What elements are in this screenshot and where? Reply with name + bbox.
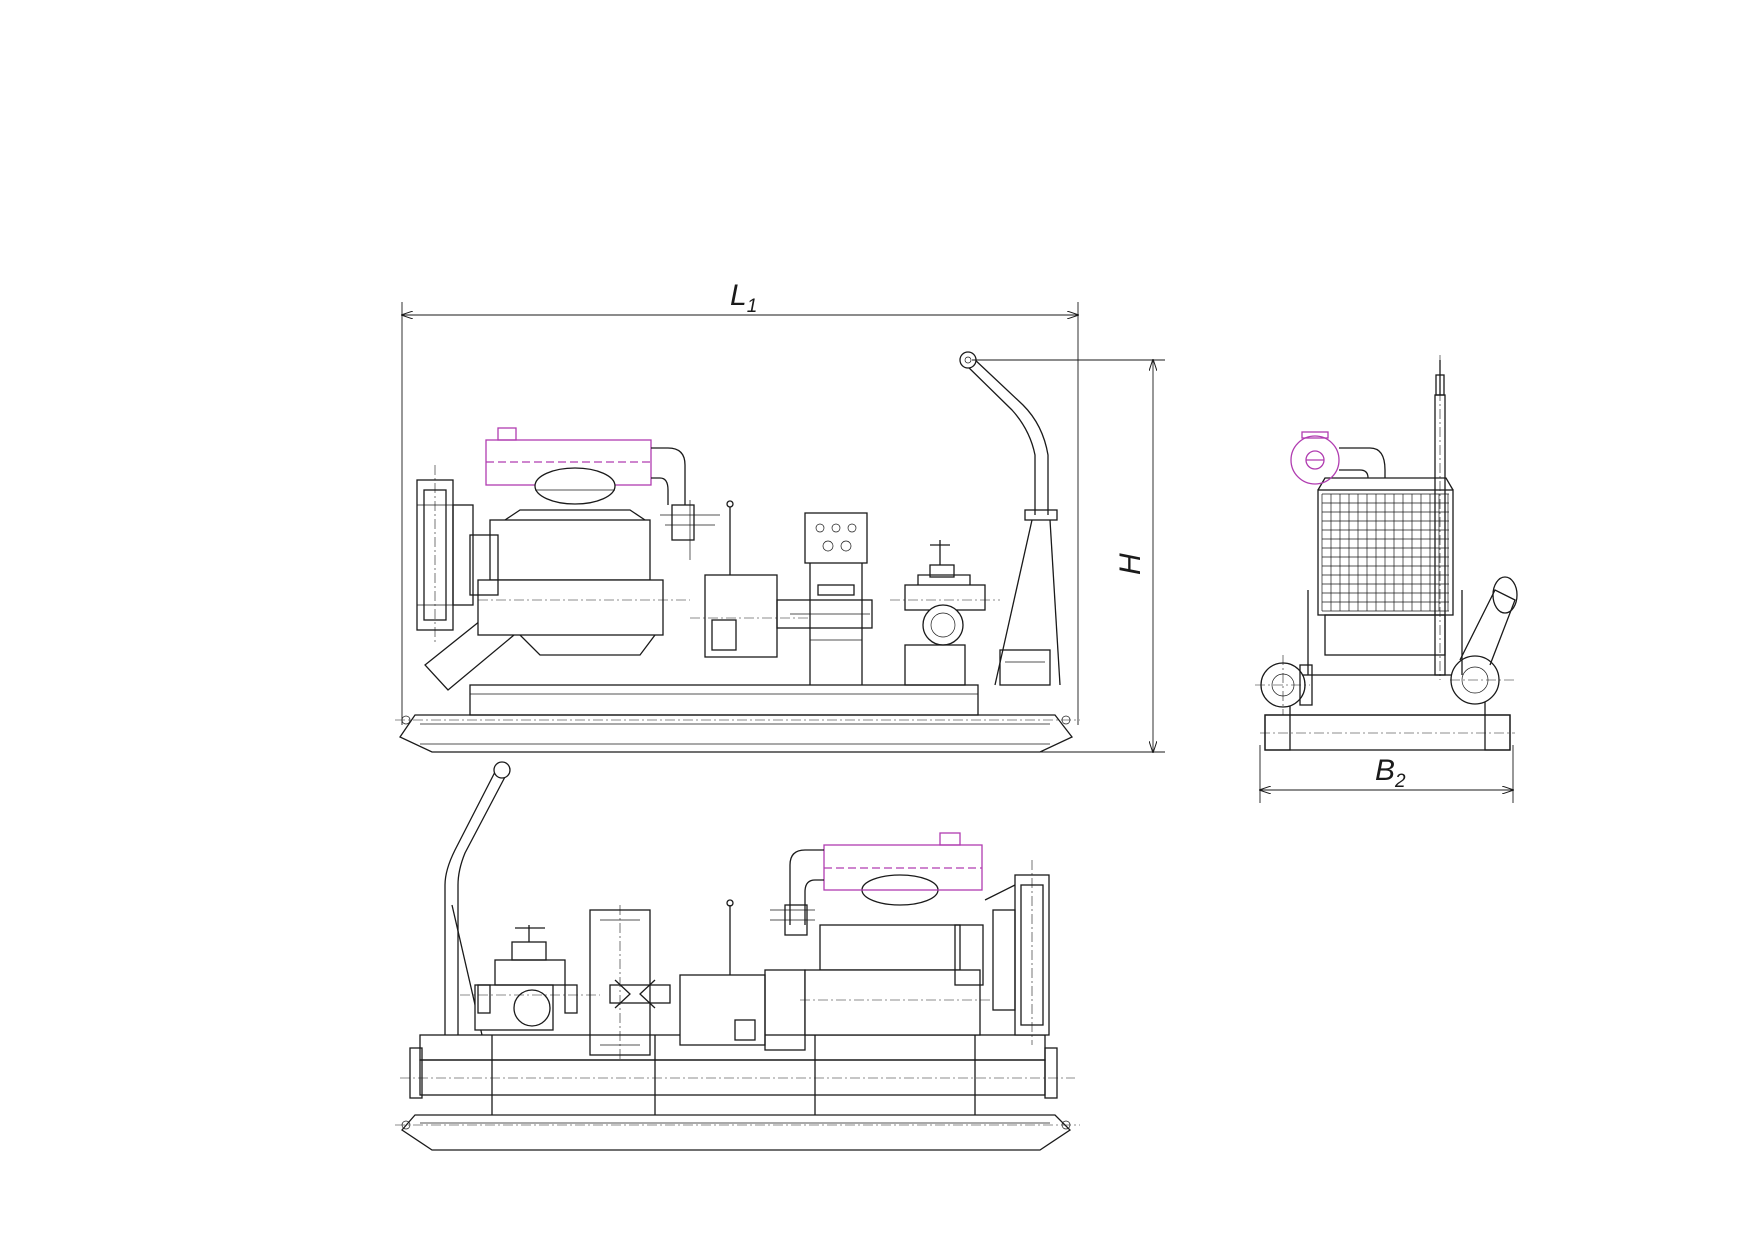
dim-label-width: B2 — [1375, 754, 1406, 792]
side-coupling — [776, 599, 873, 629]
side-gearbox — [690, 500, 810, 658]
side-skid-base — [395, 684, 1080, 753]
dimension-width: B2 — [1260, 745, 1513, 803]
dimension-height: H — [972, 360, 1165, 752]
end-lifting-mast — [1434, 355, 1446, 680]
top-view — [395, 761, 1080, 1151]
side-view — [395, 351, 1080, 753]
top-radiator — [984, 860, 1050, 1045]
dim-label-length: L1 — [730, 279, 757, 317]
side-engine-block — [469, 509, 690, 656]
side-pump — [890, 540, 1000, 686]
end-view — [1255, 355, 1518, 751]
side-radiator — [416, 465, 474, 645]
side-lifting-mast — [959, 351, 1061, 686]
end-air-filter — [1290, 431, 1386, 485]
side-air-cleaner — [534, 467, 616, 505]
top-air-filter — [789, 832, 983, 925]
dimension-length: L1 — [402, 279, 1078, 725]
end-radiator-grid — [1317, 477, 1454, 656]
top-fuel-lines — [770, 904, 815, 936]
top-engine — [800, 874, 990, 1036]
end-inlet-flange — [1255, 655, 1313, 715]
top-coupling — [609, 979, 671, 1009]
top-pump — [460, 925, 600, 1031]
side-fuel-lines — [660, 500, 720, 560]
top-gearbox — [679, 899, 806, 1051]
radiator-mesh — [1321, 493, 1449, 612]
end-pump-outlet — [1450, 576, 1518, 705]
side-control-panel — [804, 512, 868, 685]
dim-label-height: H — [1114, 553, 1147, 575]
top-frame — [395, 1034, 1080, 1151]
